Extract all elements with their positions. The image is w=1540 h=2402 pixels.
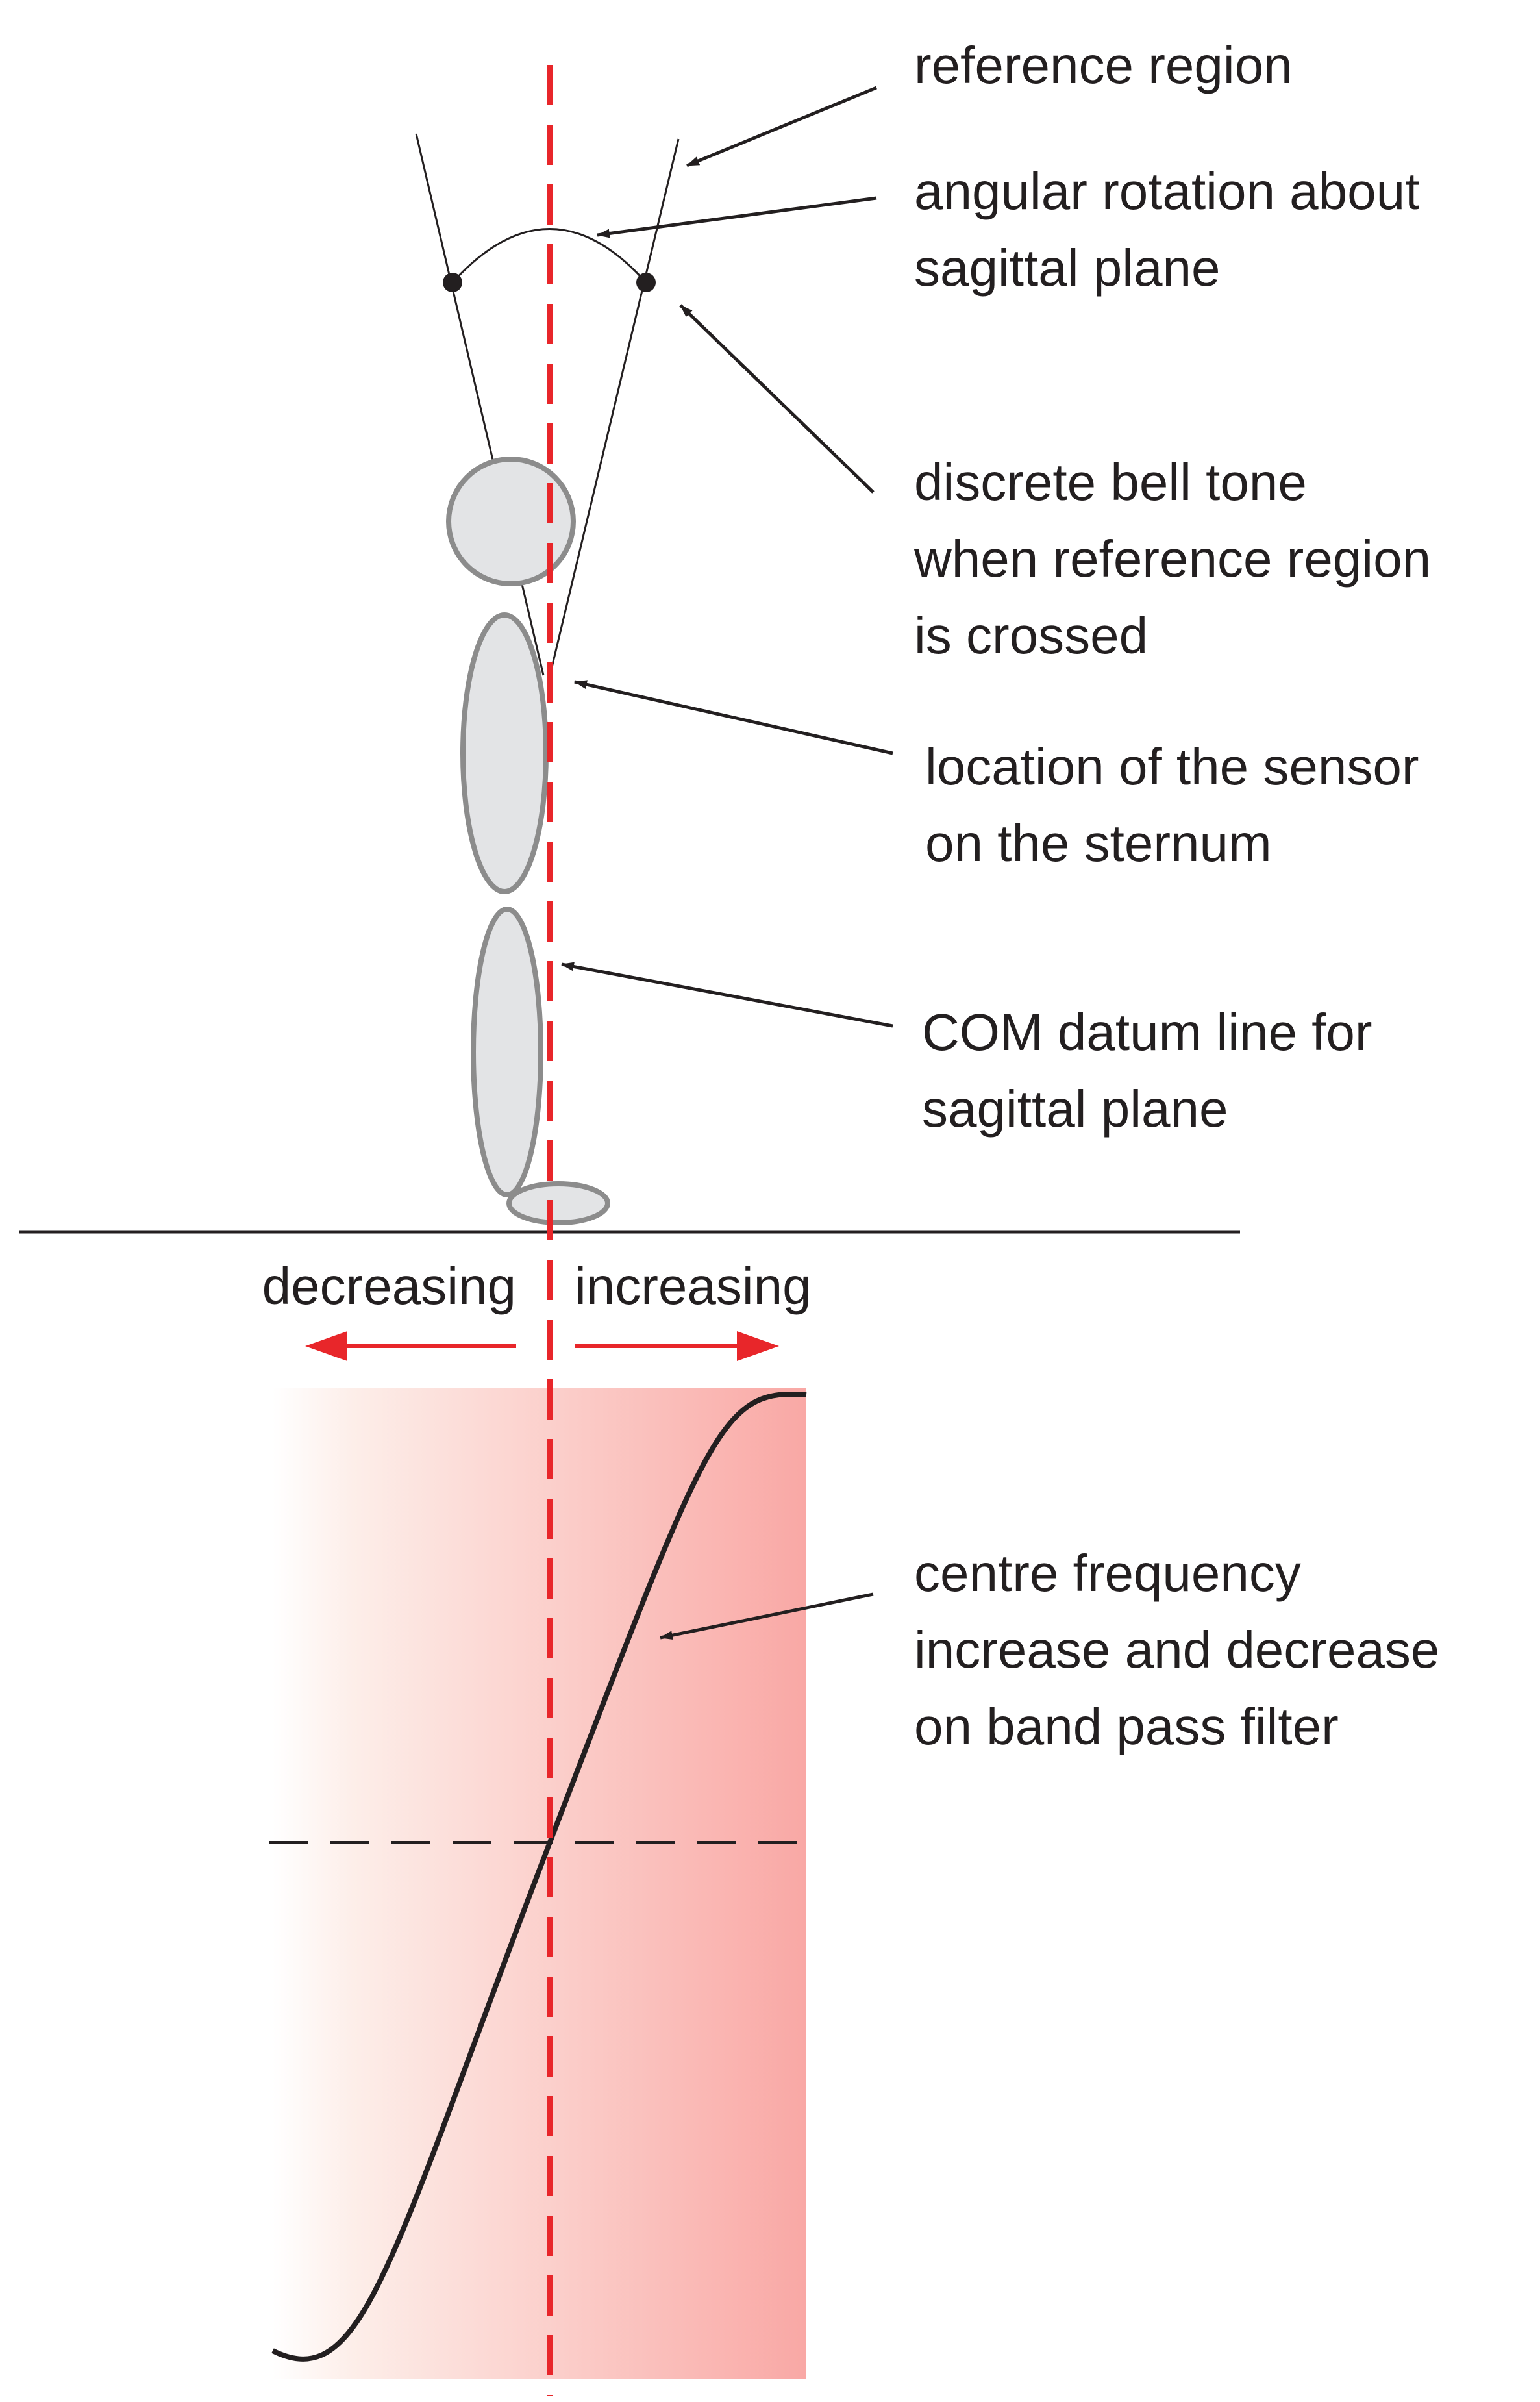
bell-tone-label-line-3: is crossed: [914, 607, 1148, 664]
sensor-location-label-line-1: location of the sensor: [925, 738, 1419, 795]
angular-rotation-label-line-1: angular rotation about: [914, 162, 1419, 220]
centre-frequency-label-line-2: increase and decrease: [914, 1621, 1439, 1679]
decreasing-label: decreasing: [262, 1257, 516, 1315]
com-datum-label-line-2: sagittal plane: [922, 1080, 1228, 1138]
angular-rotation-label-line-2: sagittal plane: [914, 239, 1220, 297]
centre-frequency-label-line-3: on band pass filter: [914, 1697, 1339, 1755]
centre-frequency-arrow: [660, 1592, 874, 1640]
figure-legs: [471, 907, 543, 1197]
bell-tone-marker-left: [443, 273, 462, 292]
reference-region-right-line: [549, 138, 680, 676]
reference-region-label: reference region: [914, 36, 1293, 94]
com-datum-arrow: [561, 962, 893, 1028]
bell-tone-label-line-1: discrete bell tone: [914, 453, 1307, 511]
centre-frequency-curve: [271, 1392, 807, 2362]
increasing-arrow: [575, 1331, 779, 1361]
reference-region-left-line: [415, 133, 545, 676]
centre-frequency-label-line-1: centre frequency: [914, 1544, 1301, 1602]
figure-head: [446, 457, 576, 586]
com-datum-label-line-1: COM datum line for: [922, 1003, 1372, 1061]
bell-tone-marker-right: [636, 273, 656, 292]
figure-torso: [460, 612, 549, 894]
bell-tone-arrow: [679, 304, 875, 494]
decreasing-arrow: [305, 1331, 516, 1361]
angular-rotation-arc: [451, 228, 647, 284]
reference-region-arrow: [686, 86, 877, 168]
increasing-label: increasing: [575, 1257, 812, 1315]
sensor-location-arrow: [574, 680, 893, 755]
figure-foot: [506, 1181, 610, 1225]
bell-tone-label-line-2: when reference region: [913, 530, 1431, 588]
angular-rotation-arrow: [597, 196, 877, 238]
frequency-gradient-panel: [273, 1388, 806, 2379]
sensor-location-label-line-2: on the sternum: [925, 814, 1272, 872]
